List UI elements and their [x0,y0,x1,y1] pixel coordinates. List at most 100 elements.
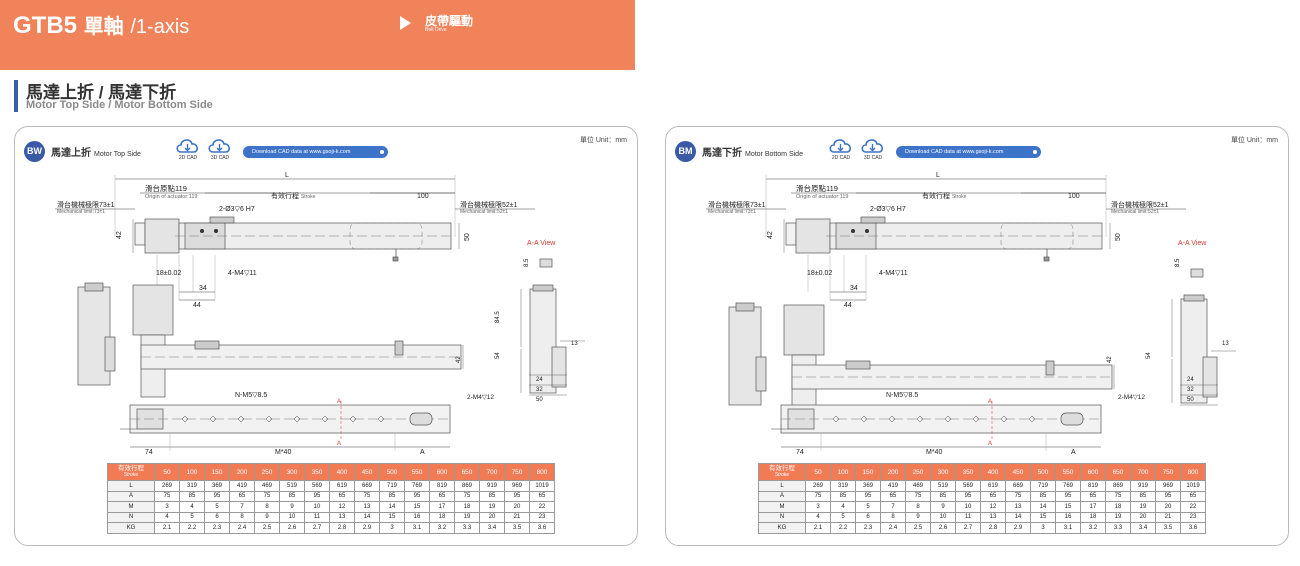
section-mark-bottom: A [988,441,992,447]
tap-spec: 4-M4▽11 [879,270,908,277]
table-cell: 65 [229,490,255,502]
dim-84-5: 84.5 [495,311,501,323]
spec-header-cell: 50 [805,463,831,481]
mech-limit-left-en: Mechanical limit:73±1 [708,209,756,215]
download-cad-link[interactable]: Download CAD data at www.gsoji-k.com [896,146,1041,158]
table-cell: 95 [204,490,230,502]
table-cell: 3.5 [504,522,530,534]
mech-limit-right: 滑台機械極限52±1 [1111,200,1169,209]
cad-3d-download-button[interactable]: 3D CAD [207,137,233,161]
table-cell: 9 [905,511,931,523]
spec-header-cell: 400 [329,463,355,481]
origin-label-en: Origin of actuator:119 [145,194,197,200]
dim-8-5: 8.5 [1175,258,1181,267]
row-label: A [107,490,155,502]
spec-header-cell: 100 [179,463,205,481]
spec-header-cell: 150 [855,463,881,481]
mech-limit-right-en: Mechanical limit:52±1 [1111,209,1159,215]
table-cell: 75 [805,490,831,502]
cad-2d-download-button[interactable]: 2D CAD [828,137,854,161]
table-cell: 8 [880,511,906,523]
mount-hole [237,415,245,423]
cad-2d-download-button[interactable]: 2D CAD [175,137,201,161]
side-view [77,282,464,398]
bolt-holes [181,415,385,423]
row-label: M [107,501,155,513]
mount-hole [209,415,217,423]
spec-header-cell: 150 [204,463,230,481]
mount-hole [944,415,952,423]
spec-header-cell: 800 [529,463,555,481]
dim-54: 54 [1146,352,1152,359]
table-cell: 3.4 [479,522,505,534]
cad-3d-download-button[interactable]: 3D CAD [860,137,886,161]
table-cell: 75 [905,490,931,502]
table-cell: 3 [805,501,831,513]
table-cell: 4 [805,511,831,523]
table-cell: 15 [1055,501,1081,513]
section-mark-top: A [988,399,992,405]
table-cell: 319 [179,480,205,492]
dim-A: A [1071,449,1076,456]
mount-hole [349,415,357,423]
table-cell: 919 [1130,480,1156,492]
spec-header-cell: 700 [1130,463,1156,481]
aa-view-label: A-A View [1178,240,1207,247]
axis-cn: 單軸 [83,16,124,38]
table-cell: 19 [1105,511,1131,523]
dim-42-side: 42 [456,356,462,363]
table-cell: 569 [304,480,330,492]
row-label: A [758,490,806,502]
drive-type-en: Belt Drive [425,27,447,33]
table-cell: 12 [980,501,1006,513]
table-cell: 17 [429,501,455,513]
table-cell: 10 [279,511,305,523]
table-cell: 819 [429,480,455,492]
spec-header-cell: 50 [154,463,180,481]
table-cell: 95 [855,490,881,502]
table-cell: 11 [304,511,330,523]
dim-42-side: 42 [1107,356,1113,363]
mount-hole [972,415,980,423]
table-cell: 20 [1155,501,1181,513]
table-cell: 2.6 [930,522,956,534]
dim-18: 18±0.02 [156,270,181,277]
download-cad-link[interactable]: Download CAD data at www.gsoji-k.com [243,146,388,158]
spec-header-cell: 100 [830,463,856,481]
spec-header-cell: 700 [479,463,505,481]
table-cell: 85 [830,490,856,502]
table-cell: 369 [204,480,230,492]
row-label: KG [758,522,806,534]
table-cell: 419 [229,480,255,492]
table-cell: 95 [1055,490,1081,502]
mount-hole [265,415,273,423]
table-cell: 2.2 [830,522,856,534]
table-cell: 2.8 [980,522,1006,534]
bottom-view [771,401,1102,451]
section-mark-bottom: A [337,441,341,447]
table-cell: 6 [204,511,230,523]
dim-44: 44 [844,302,852,309]
table-cell: 569 [955,480,981,492]
table-cell: 719 [1030,480,1056,492]
dim-44: 44 [193,302,201,309]
spec-header-cell: 300 [279,463,305,481]
bolt-holes [832,415,1036,423]
table-cell: 65 [980,490,1006,502]
row-label: L [758,480,806,492]
table-cell: 75 [1005,490,1031,502]
dim-18: 18±0.02 [807,270,832,277]
table-cell: 95 [304,490,330,502]
table-cell: 8 [254,501,280,513]
table-cell: 5 [855,501,881,513]
table-cell: 75 [454,490,480,502]
mech-limit-left: 滑台機械極限73±1 [708,200,766,209]
